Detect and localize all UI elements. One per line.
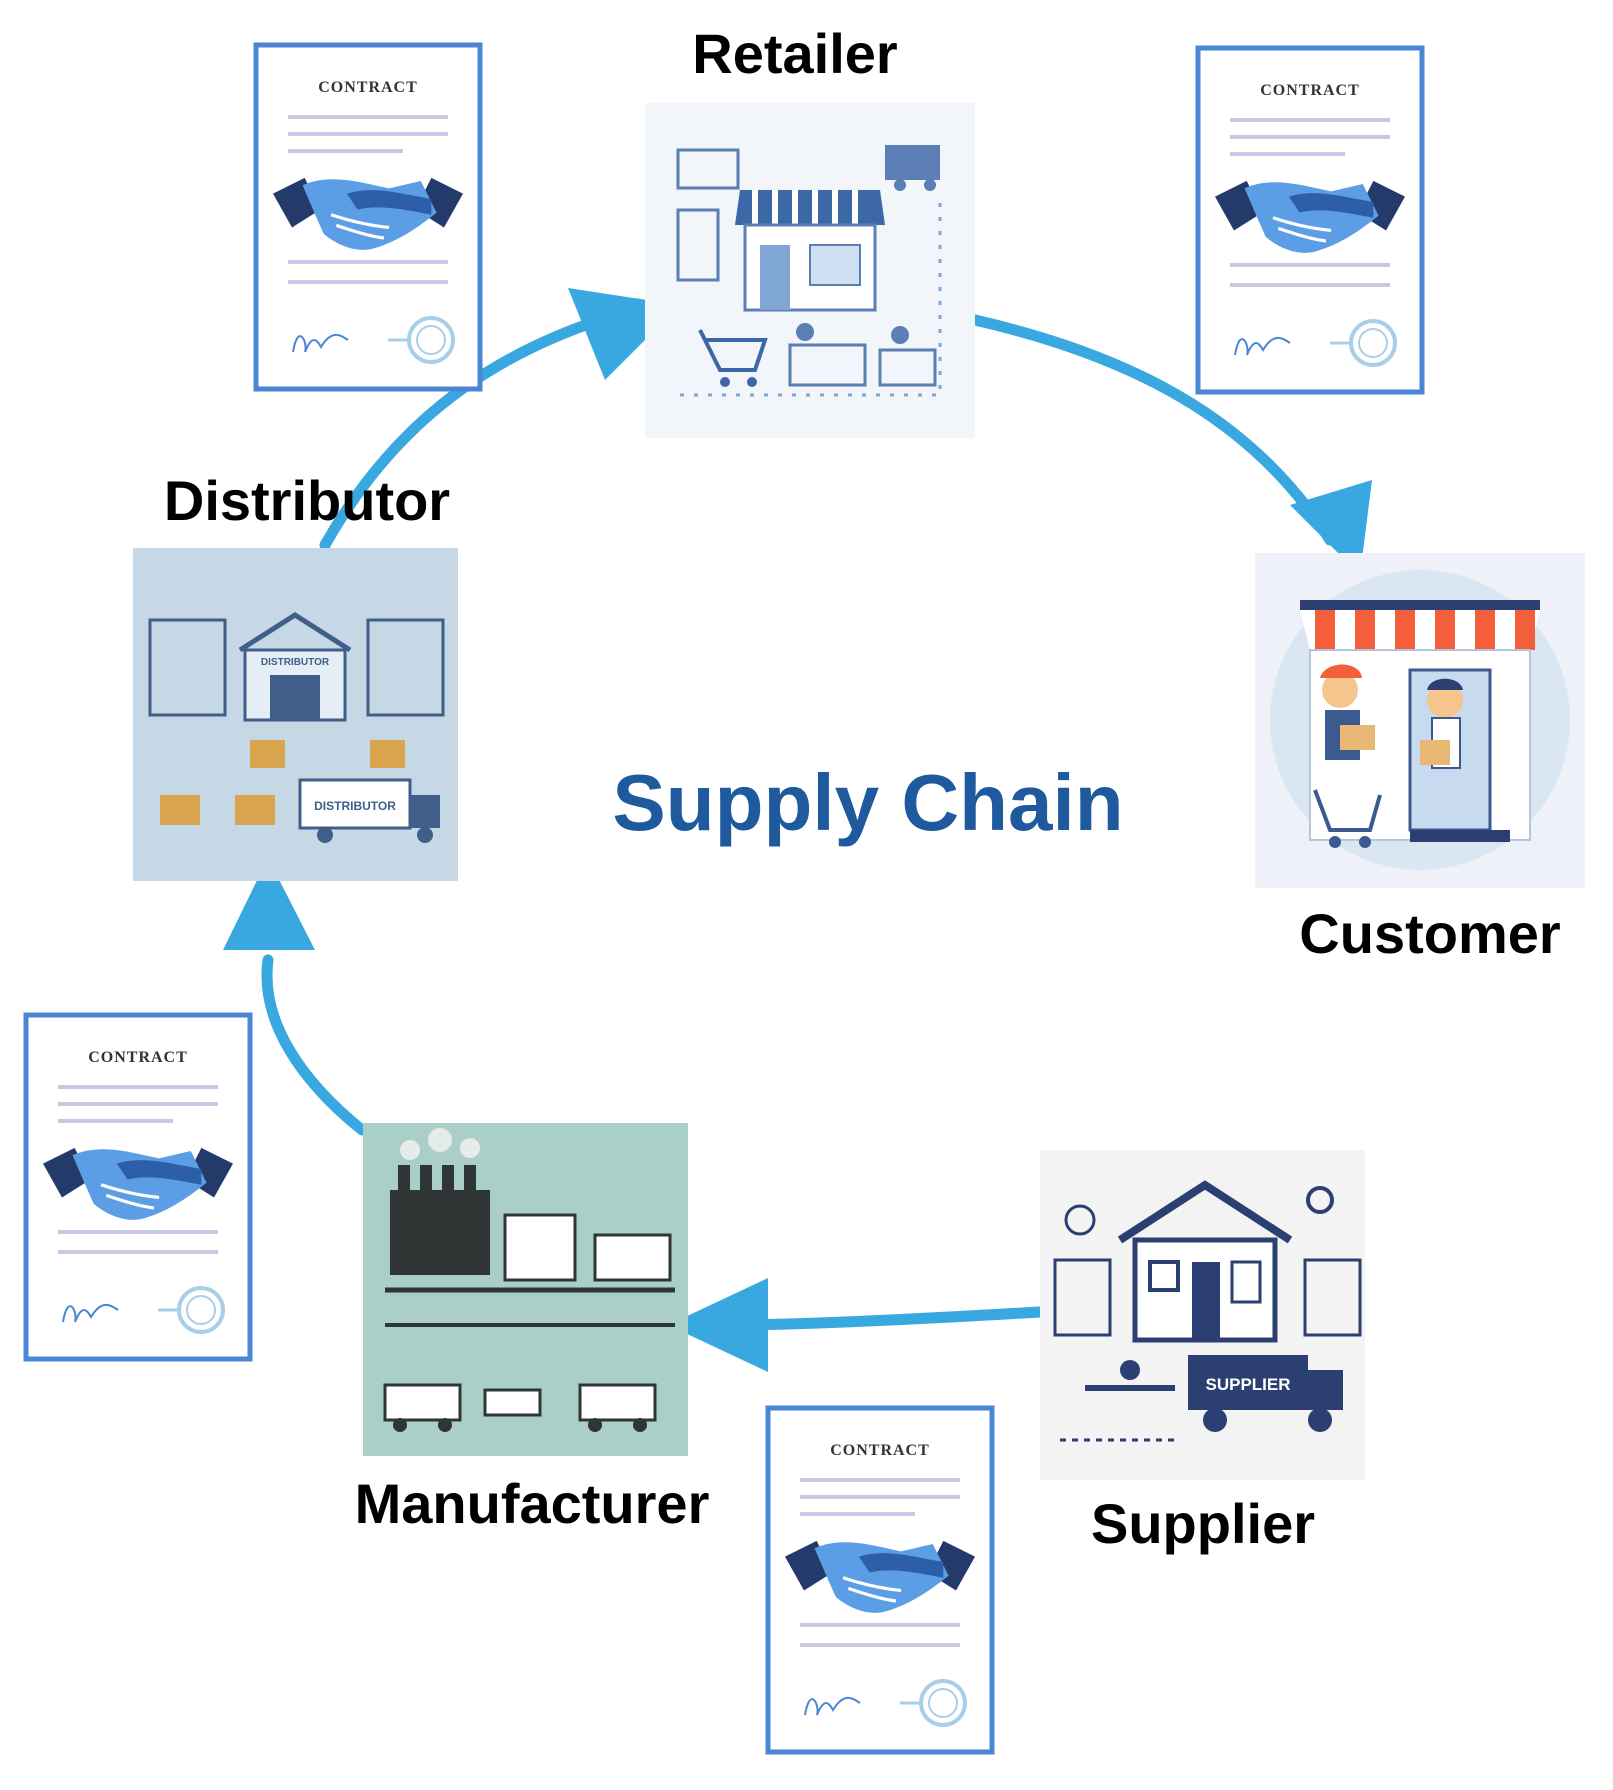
supplier-node: SUPPLIER — [1040, 1150, 1365, 1480]
arrowhead-to-customer — [1290, 480, 1372, 575]
contract-heading: CONTRACT — [318, 79, 418, 96]
contract-heading: CONTRACT — [830, 1442, 930, 1459]
factory-icon — [383, 1128, 675, 1432]
distributor-label: Distributor — [164, 469, 450, 532]
retailer-node — [645, 103, 975, 438]
arrowhead-to-manufacturer — [668, 1278, 768, 1372]
distribution-center-icon: DISTRIBUTOR DISTRIBUTOR — [148, 612, 445, 843]
arrow-manufacturer-to-distributor — [261, 954, 368, 1136]
handshake-contract-icon — [256, 45, 480, 389]
retail-store-icon — [676, 145, 942, 397]
contract-top-right: CONTRACT — [1198, 48, 1422, 392]
contract-bottom: CONTRACT — [768, 1408, 992, 1752]
retailer-label: Retailer — [692, 22, 897, 85]
manufacturer-label: Manufacturer — [355, 1472, 710, 1535]
contract-left: CONTRACT — [26, 1015, 250, 1359]
customer-storefront-icon — [1270, 570, 1570, 870]
arrow-distributor-to-retailer — [319, 314, 606, 551]
manufacturer-node — [363, 1123, 688, 1456]
contract-heading: CONTRACT — [1260, 82, 1360, 99]
supplier-label: Supplier — [1091, 1492, 1315, 1555]
arrowhead-to-distributor — [223, 858, 315, 950]
distributor-building-badge: DISTRIBUTOR — [261, 657, 330, 668]
flow-arrows — [261, 314, 1336, 1331]
diagram-title: Supply Chain — [612, 758, 1123, 847]
handshake-contract-icon — [768, 1408, 992, 1752]
customer-node — [1255, 553, 1585, 888]
contract-heading: CONTRACT — [88, 1049, 188, 1066]
supplier-warehouse-icon: SUPPLIER — [1053, 1180, 1362, 1442]
arrow-retailer-to-customer — [969, 314, 1336, 546]
supplier-truck-badge: SUPPLIER — [1205, 1375, 1290, 1394]
handshake-contract-icon — [26, 1015, 250, 1359]
distributor-truck-badge: DISTRIBUTOR — [314, 799, 396, 813]
customer-label: Customer — [1299, 902, 1560, 965]
handshake-contract-icon — [1198, 48, 1422, 392]
distributor-node: DISTRIBUTOR DISTRIBUTOR — [133, 548, 458, 881]
contract-top-left: CONTRACT — [256, 45, 480, 389]
